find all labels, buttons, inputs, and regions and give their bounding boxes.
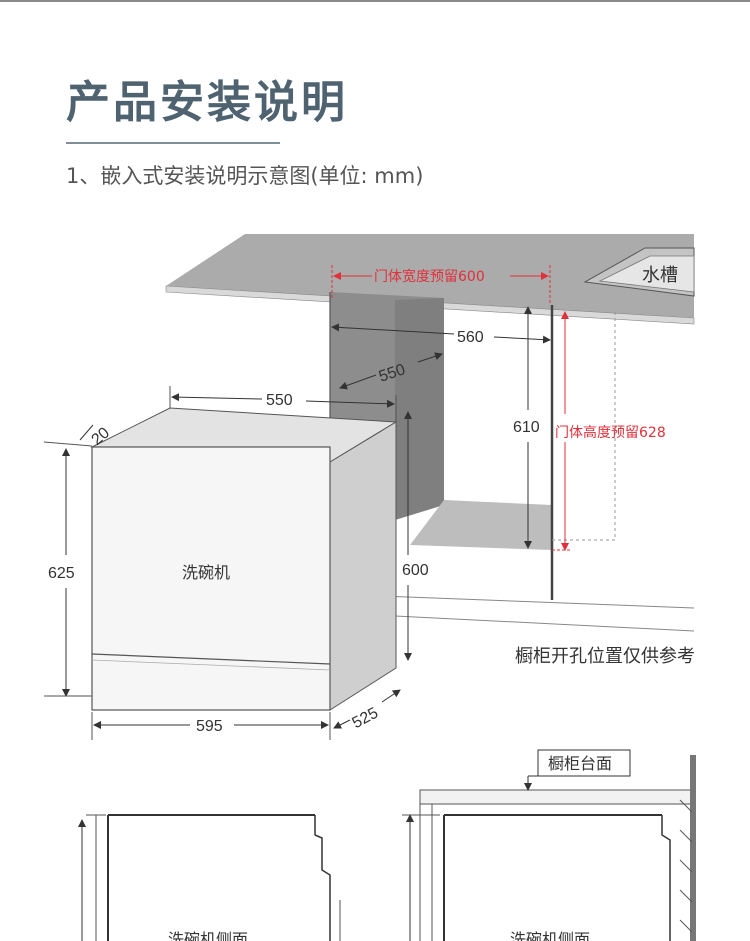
door-height-reserve-label: 门体高度预留628 — [555, 424, 666, 441]
side-view-left-label: 洗碗机侧面 — [168, 930, 248, 941]
door-height-reserve: 门体高度预留628 — [552, 311, 666, 551]
title-underline — [66, 142, 280, 144]
unit-width-dim: 595 — [196, 718, 223, 735]
unit-height-inner-dim: 600 — [402, 562, 429, 579]
dishwasher-label: 洗碗机 — [182, 563, 230, 582]
sink-label: 水槽 — [642, 265, 678, 286]
unit-depth-top-dim: 550 — [266, 392, 293, 409]
unit-depth-dim: 525 — [350, 705, 382, 733]
door-width-reserve: 门体宽度预留600 — [331, 265, 551, 305]
side-view-left: 洗碗机侧面 — [78, 814, 341, 941]
cabinet-width-dim: 560 — [457, 329, 484, 346]
page-title: 产品安装说明 — [66, 77, 348, 128]
side-view-right-label: 洗碗机侧面 — [510, 930, 590, 941]
page-subtitle: 1、嵌入式安装说明示意图(单位: mm) — [66, 164, 424, 188]
cabinet-height-dim: 610 — [513, 419, 540, 436]
unit-height-dim: 625 — [48, 565, 75, 582]
dishwasher: 洗碗机 — [43, 407, 398, 711]
cabinet-note: 橱柜开孔位置仅供参考 — [515, 646, 695, 667]
cabinet-dims: 560 550 610 — [331, 306, 551, 549]
sink: 水槽 — [583, 247, 695, 297]
top-border — [0, 0, 750, 2]
side-view-right: 橱柜台面 洗碗机侧面 — [402, 749, 696, 941]
countertop-label: 橱柜台面 — [548, 754, 612, 773]
door-width-reserve-label: 门体宽度预留600 — [374, 268, 485, 285]
